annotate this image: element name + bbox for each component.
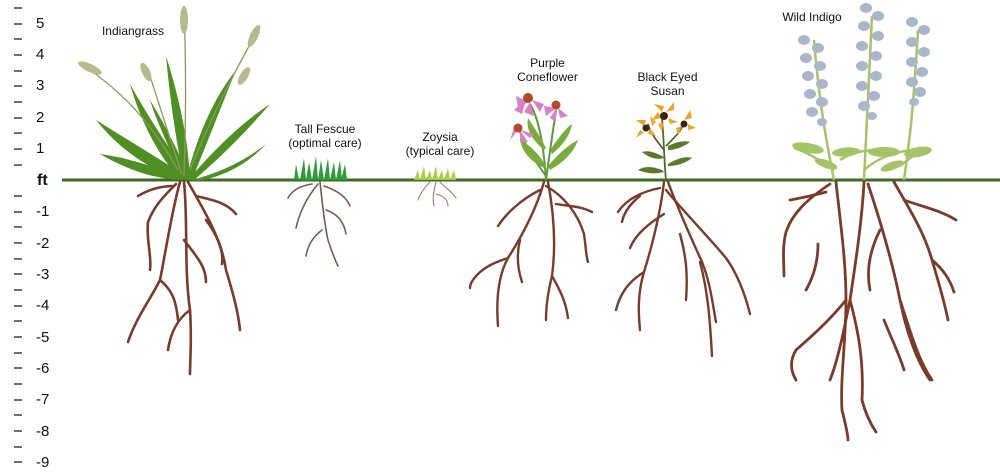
tall-fescue-roots xyxy=(287,181,351,267)
plant-label-indiangrass: Indiangrass xyxy=(101,24,165,38)
scale-label-minus-7: -7 xyxy=(36,391,50,408)
indiangrass-roots xyxy=(126,180,242,376)
purple-coneflower-roots xyxy=(468,180,594,328)
scale-unit: ft xyxy=(37,172,48,189)
indiangrass-plant xyxy=(78,5,270,181)
black-eyed-susan-plant xyxy=(636,102,696,181)
plant-label-tall-fescue: Tall Fescue (optimal care) xyxy=(288,122,362,150)
scale-label-minus-1: -1 xyxy=(36,203,50,220)
scale-label-minus-3: -3 xyxy=(36,266,50,283)
scale-label-minus-2: -2 xyxy=(36,235,50,252)
plant-label-zoysia: Zoysia (typical care) xyxy=(405,130,475,158)
tall-fescue-plant xyxy=(294,156,347,180)
wild-indigo-roots xyxy=(782,180,958,442)
plant-label-black-eyed-susan: Black Eyed Susan xyxy=(637,70,698,98)
scale-label-5: 5 xyxy=(36,15,45,32)
black-eyed-susan-roots xyxy=(614,180,752,358)
scale-label-minus-8: -8 xyxy=(36,423,50,440)
scale-label-2: 2 xyxy=(36,109,45,126)
scale-label-1: 1 xyxy=(36,140,45,157)
scale-label-3: 3 xyxy=(36,77,45,94)
scale-label-4: 4 xyxy=(36,46,45,63)
plant-label-purple-coneflower: Purple Coneflower xyxy=(517,56,578,84)
purple-coneflower-plant xyxy=(510,93,578,181)
scale-ticks xyxy=(14,7,22,463)
wild-indigo-plant xyxy=(792,3,932,181)
scale-label-minus-6: -6 xyxy=(36,360,50,377)
zoysia-roots xyxy=(417,181,457,207)
plant-label-wild-indigo: Wild Indigo xyxy=(782,10,842,24)
scale-label-minus-4: -4 xyxy=(36,297,50,314)
scale-label-minus-5: -5 xyxy=(36,329,50,346)
scale-label-minus-9: -9 xyxy=(36,454,50,471)
zoysia-plant xyxy=(414,166,456,180)
